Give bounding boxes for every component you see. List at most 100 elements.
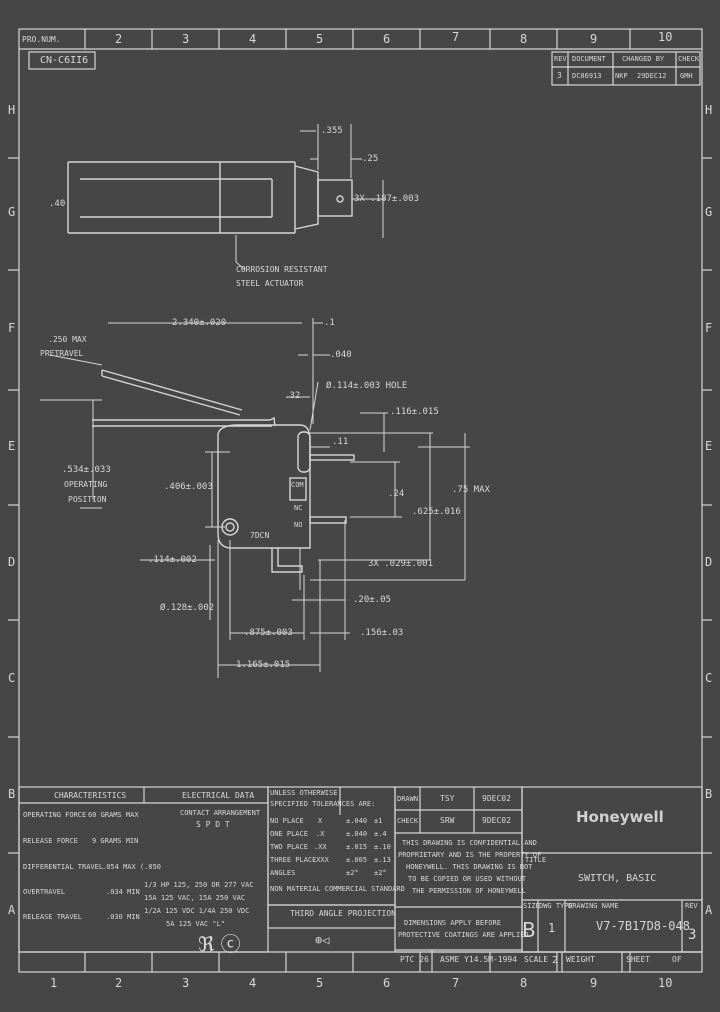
row-label-d-right: D xyxy=(705,555,713,569)
tol-row-3-in: ±.005 xyxy=(346,856,368,864)
col-label-8-bottom: 8 xyxy=(520,976,528,990)
col-label-7-bottom: 7 xyxy=(452,976,460,990)
tol-row-2-sym: .XX xyxy=(314,843,327,851)
prop-line-2: PROPRIETARY AND IS THE PROPERTY OF xyxy=(398,851,542,859)
dim-dia-128: Ø.128±.002 xyxy=(160,603,215,613)
tol-row-2-in: ±.015 xyxy=(346,843,368,851)
col-label-6-top: 6 xyxy=(383,32,391,46)
scale-label: SCALE xyxy=(524,955,549,964)
dwg-name-label: DRAWING NAME xyxy=(568,902,619,910)
tol-row-0-label: NO PLACE xyxy=(270,817,304,825)
rev-value: 3 xyxy=(557,71,562,80)
asme-label: ASME Y14.5M-1994 xyxy=(440,955,518,964)
terminal-no: NO xyxy=(294,521,303,529)
drawn-label: DRAWN xyxy=(397,795,419,803)
dim-156: .156±.03 xyxy=(360,628,404,638)
tol-row-0-in: ±.040 xyxy=(346,817,368,825)
ptc-label: PTC 26 xyxy=(400,955,429,964)
dim-hole: Ø.114±.003 HOLE xyxy=(326,381,408,391)
dim-note-2: PROTECTIVE COATINGS ARE APPLIED xyxy=(398,931,529,939)
dim-24: .24 xyxy=(388,489,405,499)
note-steel-actuator: STEEL ACTUATOR xyxy=(236,279,304,288)
dim-75-max: .75 MAX xyxy=(452,485,490,495)
char-label-differential: DIFFERENTIAL TRAVEL xyxy=(23,863,104,871)
char-value-overtravel: .034 MIN xyxy=(106,888,140,896)
row-label-d-left: D xyxy=(8,555,16,569)
rev-date: 29DEC12 xyxy=(637,72,667,80)
note-corrosion: CORROSION RESISTANT xyxy=(236,265,328,274)
col-label-1-bottom: 1 xyxy=(50,976,58,990)
dim-11: .11 xyxy=(332,437,349,447)
dim-406: .406±.003 xyxy=(164,482,213,492)
row-label-h-right: H xyxy=(705,103,713,117)
dim-25: .25 xyxy=(362,154,379,164)
row-label-f-left: F xyxy=(8,321,16,335)
col-label-2-top: 2 xyxy=(115,32,123,46)
row-ticks xyxy=(8,157,712,854)
row-label-a-right: A xyxy=(705,903,713,917)
weight-label: WEIGHT xyxy=(566,955,595,964)
rev-header-document: DOCUMENT xyxy=(572,55,606,63)
tol-row-3-mm: ±.13 xyxy=(374,856,391,864)
col-label-10-top: 10 xyxy=(658,30,673,44)
lower-blocks xyxy=(18,786,703,972)
drawing-title: SWITCH, BASIC xyxy=(578,873,657,884)
char-label-overtravel: OVERTRAVEL xyxy=(23,888,66,896)
tol-row-2-mm: ±.10 xyxy=(374,843,391,851)
characteristics-header: CHARACTERISTICS xyxy=(54,791,127,800)
dim-040: .040 xyxy=(330,350,352,360)
terminal-com: COM xyxy=(291,481,304,489)
prop-line-1: THIS DRAWING IS CONFIDENTIAL AND xyxy=(402,839,537,847)
col-label-3-top: 3 xyxy=(182,32,190,46)
tol-row-1-sym: .X xyxy=(316,830,325,838)
col-label-4-top: 4 xyxy=(249,32,257,46)
dim-op-position: POSITION xyxy=(68,495,107,504)
scale-value: 2 xyxy=(552,955,559,966)
dim-114: .114±.002 xyxy=(148,555,197,565)
ul-csa-mark-icon: ℜ ⓒ xyxy=(198,932,241,956)
dim-625: .625±.016 xyxy=(412,507,461,517)
sheet-label: SHEET xyxy=(626,955,651,964)
tol-row-0-sym: X xyxy=(318,817,323,825)
prop-line-5: THE PERMISSION OF HONEYWELL xyxy=(412,887,526,895)
tol-standard: NON MATERIAL COMMERCIAL STANDARD xyxy=(270,885,405,893)
row-label-c-left: C xyxy=(8,671,16,685)
drawn-date: 9DEC02 xyxy=(482,794,511,803)
tol-row-3-sym: .XXX xyxy=(312,856,329,864)
dim-2340: 2.340±.020 xyxy=(172,318,227,328)
contact-arrangement: CONTACT ARRANGEMENT xyxy=(180,809,261,817)
col-label-9-bottom: 9 xyxy=(590,976,598,990)
col-label-4-bottom: 4 xyxy=(249,976,257,990)
col-label-7-top: 7 xyxy=(452,30,460,44)
col-label-2-bottom: 2 xyxy=(115,976,123,990)
dim-op-534: .534±.033 xyxy=(62,465,111,475)
rating-line-4: 5A 125 VAC "L" xyxy=(166,920,226,928)
tol-row-1-mm: ±.4 xyxy=(374,830,387,838)
row-label-h-left: H xyxy=(8,103,16,117)
tol-row-4-mm: ±2° xyxy=(374,869,387,877)
row-label-a-left: A xyxy=(8,903,16,917)
dwg-type-value: 1 xyxy=(548,921,556,935)
row-label-c-right: C xyxy=(705,671,713,685)
dim-3x-187: 3X .187±.003 xyxy=(354,194,420,204)
row-label-e-right: E xyxy=(705,439,713,453)
dim-op-operating: OPERATING xyxy=(64,480,108,489)
char-label-release-travel: RELEASE TRAVEL xyxy=(23,913,83,921)
honeywell-logo: Honeywell xyxy=(576,808,664,826)
rev-header-rev: REV xyxy=(554,55,567,63)
rev-check: GMH xyxy=(680,72,693,80)
char-value-release-force: 9 GRAMS MIN xyxy=(92,837,139,845)
dim-32: .32 xyxy=(284,391,301,401)
doc-stamp: CN-C6II6 xyxy=(40,55,89,66)
rev-changed-by: NKP xyxy=(615,72,628,80)
char-label-operating-force: OPERATING FORCE xyxy=(23,811,87,819)
col-label-8-top: 8 xyxy=(520,32,528,46)
side-view xyxy=(92,369,355,573)
col-label-10-bottom: 10 xyxy=(658,976,673,990)
rev-header-check: CHECK xyxy=(678,55,700,63)
col-label-5-bottom: 5 xyxy=(316,976,324,990)
char-value-differential: .054 MAX (.050 xyxy=(102,863,162,871)
rev-header-changed: CHANGED BY xyxy=(622,55,665,63)
column-dividers xyxy=(84,29,631,972)
dim-note-1: DIMENSIONS APPLY BEFORE xyxy=(404,919,501,927)
